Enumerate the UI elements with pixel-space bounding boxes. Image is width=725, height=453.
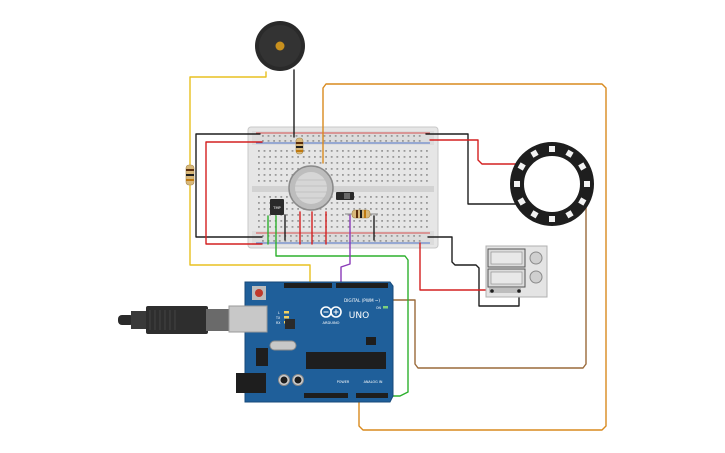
board-brand: ARDUINO [323,321,340,325]
neopixel-led [549,146,555,152]
power-header[interactable] [304,393,348,398]
digital-header-high[interactable] [284,283,332,288]
digital-header-low[interactable] [336,283,388,288]
analog-header-label: ANALOG IN [364,380,383,384]
wire-black-ring[interactable] [425,133,517,205]
wire-purple[interactable] [340,214,351,286]
relay-module[interactable] [485,245,548,298]
resistor-right[interactable] [345,209,378,219]
board-model: UNO [349,311,369,321]
neopixel-led [549,216,555,222]
tx-led-label: TX [275,316,281,320]
wire-red-ring[interactable] [429,139,519,165]
atmega-chip [306,352,386,369]
dc-power-jack [236,373,266,393]
neopixel-led [584,181,590,187]
wire-black-left[interactable] [195,133,263,238]
rx-led-label: RX [276,321,281,325]
neopixel-led [517,162,526,171]
neopixel-led [517,197,526,206]
resistor-top[interactable] [295,137,304,155]
wire-red-left[interactable] [205,141,263,245]
piezo-buzzer[interactable] [255,21,305,71]
neopixel-led [530,210,539,219]
gas-sensor[interactable] [288,165,334,211]
temperature-sensor[interactable]: TMP [270,199,284,215]
slide-switch[interactable] [336,192,354,200]
wire-orange[interactable] [322,83,607,431]
neopixel-ring[interactable] [510,142,594,226]
resistor-yellow-wire[interactable] [185,164,195,186]
neopixel-led [514,181,520,187]
neopixel-leds [514,146,590,222]
wire-yellow-2[interactable] [189,184,311,286]
reset-button-cap[interactable] [255,289,263,297]
analog-header[interactable] [356,393,388,398]
l-led-label: L [278,311,280,315]
power-header-label: POWER [337,380,350,384]
temp-sensor-label: TMP [272,206,281,210]
breadboard [247,126,439,249]
on-led-label: ON [376,306,382,310]
arduino-logo [320,306,342,318]
wire-brown[interactable] [389,201,587,369]
digital-header-label: DIGITAL (PWM ~) [344,298,380,303]
wire-green-a[interactable] [275,215,409,397]
neopixel-led [578,162,587,171]
wire-yellow[interactable] [189,71,267,166]
wires [189,69,607,431]
neopixel-led [578,197,587,206]
wire-black-relay[interactable] [427,236,520,307]
usb-port [228,305,268,333]
neopixel-led [565,210,574,219]
arduino-uno[interactable]: DIGITAL (PWM ~) POWER ANALOG IN L TX RX … [228,281,394,403]
neopixel-led [565,149,574,158]
usb-cable[interactable] [118,306,229,334]
neopixel-led [530,149,539,158]
wire-red-relay[interactable] [419,242,493,291]
